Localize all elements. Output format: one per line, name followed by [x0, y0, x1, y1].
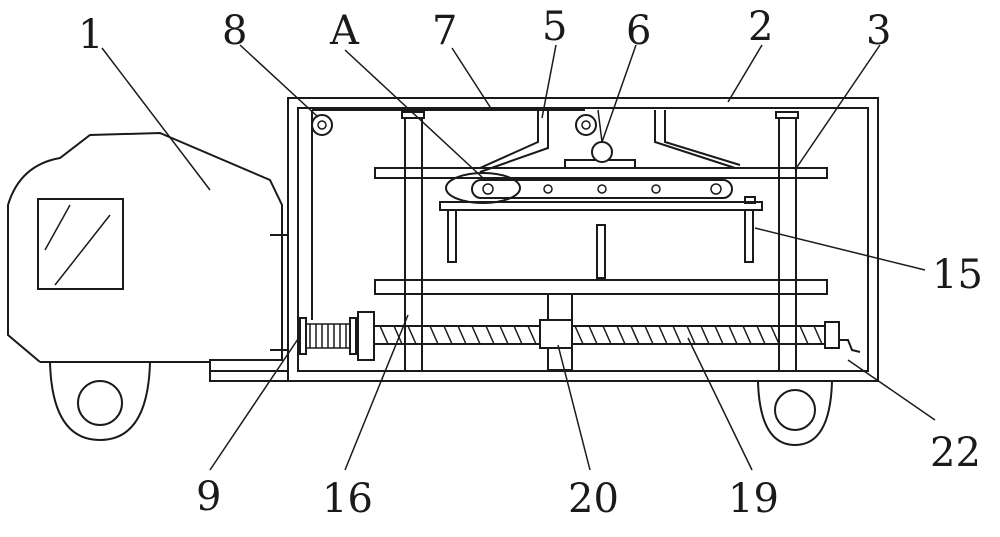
table: [439, 196, 763, 279]
label-A: A: [329, 8, 360, 54]
gear: [357, 311, 375, 361]
label-1: 1: [78, 12, 103, 58]
winch: [299, 311, 375, 361]
upper-shelf: [374, 167, 828, 179]
leader-lines: [101, 44, 936, 471]
label-5: 5: [542, 4, 567, 50]
label-19: 19: [728, 476, 779, 522]
label-7: 7: [432, 8, 457, 54]
label-6: 6: [626, 8, 651, 54]
box-body: [210, 97, 879, 382]
drive-wheel: [564, 109, 636, 169]
label-2: 2: [748, 4, 773, 50]
cab-window: [37, 198, 124, 290]
label-8: 8: [222, 8, 247, 54]
label-20: 20: [568, 476, 619, 522]
pulley-right: [575, 114, 597, 136]
guide-posts: [401, 111, 799, 370]
lower-shelf: [374, 279, 828, 295]
callout-labels: 1 8 A 7 5 6 2 3 15 22 9 16 20 19: [78, 4, 983, 522]
label-16: 16: [322, 476, 373, 522]
pulley-left: [311, 114, 333, 136]
label-22: 22: [930, 430, 981, 476]
nut-block: [539, 319, 573, 349]
cab: [7, 131, 288, 382]
brackets: [479, 110, 741, 173]
motor: [824, 321, 861, 353]
rear-wheel: [757, 381, 833, 447]
front-wheel: [49, 361, 151, 442]
label-3: 3: [866, 8, 891, 54]
label-9: 9: [196, 474, 221, 520]
label-15: 15: [932, 252, 983, 298]
lead-screw: [374, 319, 825, 349]
